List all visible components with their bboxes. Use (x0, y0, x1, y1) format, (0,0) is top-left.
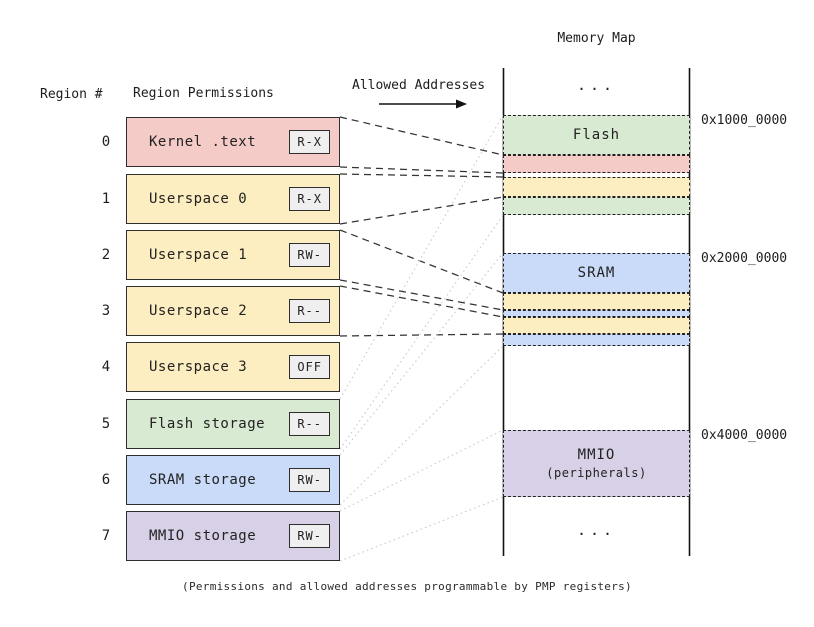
connector-dotted (339, 429, 504, 512)
memory-band-label: Flash (572, 127, 621, 143)
address-label: 0x2000_0000 (701, 251, 788, 266)
region-permission-box: Userspace 2 R-- (126, 286, 340, 336)
region-label: Flash storage (149, 416, 266, 432)
memory-band-stripe-flash-tail (503, 197, 690, 215)
permission-chip: R-- (289, 412, 330, 436)
memory-band-stripe-flash-kernel (503, 155, 690, 173)
connector-dashed (339, 196, 504, 225)
connector-dashed (339, 173, 504, 178)
allowed-addresses-label: Allowed Addresses (352, 78, 486, 93)
region-permission-box: Userspace 0 R-X (126, 174, 340, 224)
region-label: Userspace 2 (149, 303, 248, 319)
region-permission-box: MMIO storage RW- (126, 511, 340, 561)
permission-chip: R-- (289, 299, 330, 323)
region-number: 2 (101, 247, 111, 263)
memory-band-sublabel: (peripherals) (546, 466, 647, 480)
region-label: Kernel .text (149, 134, 257, 150)
memory-map-ellipsis-bottom: ... (576, 521, 617, 539)
permissions-column-header: Region Permissions (133, 86, 274, 101)
connector-dotted (339, 214, 504, 450)
connector-dashed (339, 229, 504, 294)
memory-band-label: MMIO (577, 447, 616, 463)
region-number: 1 (101, 191, 111, 207)
region-permission-box: SRAM storage RW- (126, 455, 340, 505)
region-label: Userspace 3 (149, 359, 248, 375)
connector-dotted (339, 114, 504, 400)
connector-dashed (339, 166, 504, 174)
region-permission-box: Userspace 3 OFF (126, 342, 340, 392)
connector-dotted (339, 496, 504, 562)
memory-band-stripe-sram-us2 (503, 317, 690, 334)
region-number: 4 (101, 359, 111, 375)
permission-chip: R-X (289, 187, 330, 211)
region-number: 5 (101, 416, 111, 432)
memory-band-band-flash: Flash (503, 115, 690, 155)
permission-chip: OFF (289, 355, 330, 379)
region-number: 0 (101, 134, 111, 150)
connector-dashed (339, 279, 504, 311)
memory-band-band-sram: SRAM (503, 253, 690, 293)
connector-dashed (339, 333, 504, 337)
connector-dashed (339, 285, 504, 318)
connector-dotted (339, 345, 504, 506)
memory-band-stripe-sram-blue1 (503, 310, 690, 317)
connector-dashed (339, 116, 504, 156)
address-label: 0x4000_0000 (701, 428, 788, 443)
permission-chip: RW- (289, 524, 330, 548)
memory-map-ellipsis-top: ... (576, 76, 617, 94)
permission-chip: R-X (289, 130, 330, 154)
region-number: 3 (101, 303, 111, 319)
diagram-caption: (Permissions and allowed addresses progr… (182, 580, 632, 593)
memory-map-title: Memory Map (557, 31, 636, 46)
permission-chip: RW- (289, 468, 330, 492)
region-label: MMIO storage (149, 528, 257, 544)
memory-band-stripe-sram-us1 (503, 293, 690, 310)
region-column-header: Region # (40, 87, 103, 102)
allowed-addresses-arrow-head (456, 99, 467, 109)
memory-band-band-mmio: MMIO (peripherals) (503, 430, 690, 497)
memory-band-stripe-flash-us0 (503, 177, 690, 197)
region-label: SRAM storage (149, 472, 257, 488)
permission-chip: RW- (289, 243, 330, 267)
region-label: Userspace 1 (149, 247, 248, 263)
region-number: 6 (101, 472, 111, 488)
memory-band-stripe-sram-tail (503, 334, 690, 346)
connector-dotted (339, 252, 504, 456)
region-number: 7 (101, 528, 111, 544)
region-permission-box: Flash storage R-- (126, 399, 340, 449)
address-label: 0x1000_0000 (701, 113, 788, 128)
region-label: Userspace 0 (149, 191, 248, 207)
region-permission-box: Userspace 1 RW- (126, 230, 340, 280)
memory-band-label: SRAM (577, 265, 616, 281)
region-permission-box: Kernel .text R-X (126, 117, 340, 167)
